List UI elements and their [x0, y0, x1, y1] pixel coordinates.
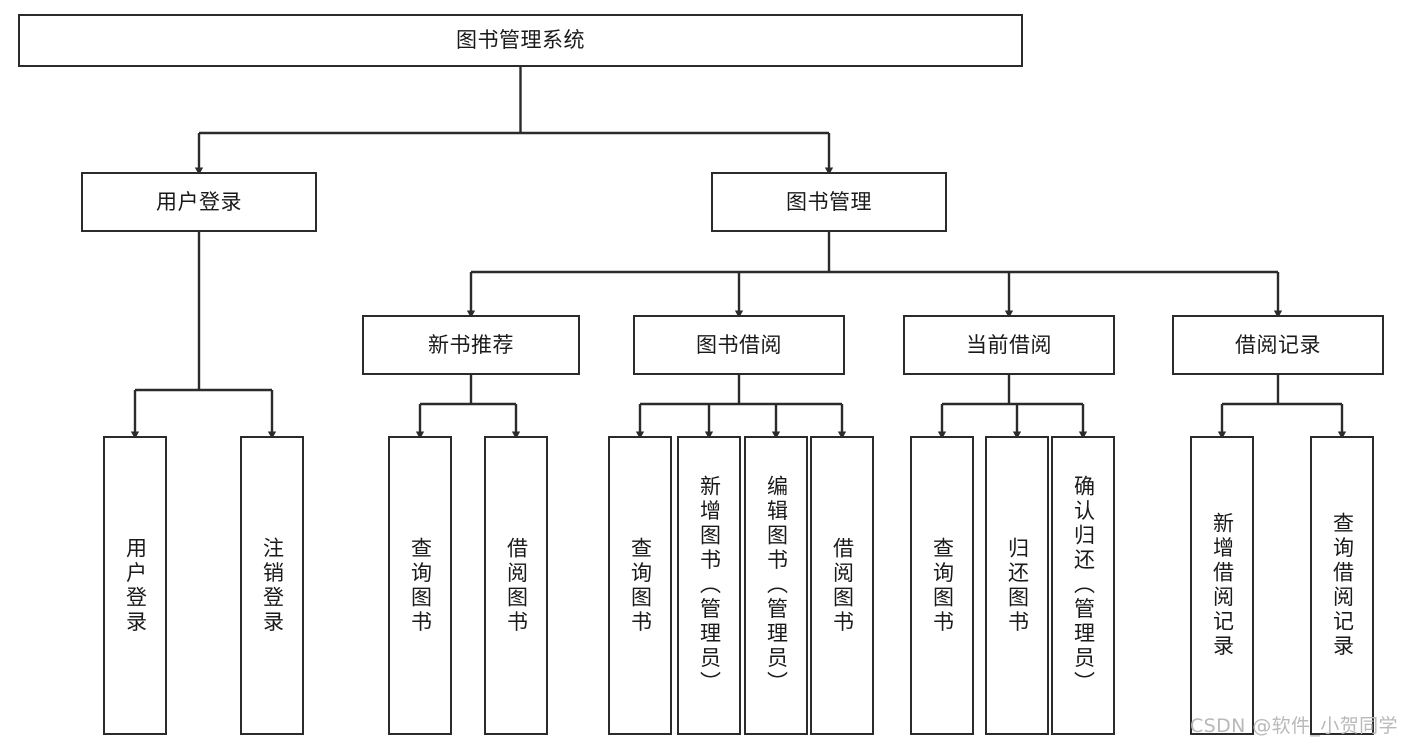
leaf-query-book-1[interactable]: 查询图书	[388, 436, 452, 735]
node-current-borrow[interactable]: 当前借阅	[903, 315, 1115, 375]
leaf-query-book-2-label: 查询图书	[628, 536, 653, 635]
leaf-add-borrow-record-label: 新增借阅记录	[1210, 512, 1235, 659]
leaf-user-login-label: 用户登录	[123, 536, 148, 635]
leaf-borrow-book-2-label: 借阅图书	[830, 536, 855, 635]
leaf-query-book-2[interactable]: 查询图书	[608, 436, 672, 735]
node-book-borrow-label: 图书借阅	[696, 332, 782, 357]
leaf-add-book[interactable]: 新增图书（管理员）	[677, 436, 741, 735]
leaf-borrow-book-1[interactable]: 借阅图书	[484, 436, 548, 735]
leaf-borrow-book-1-label: 借阅图书	[504, 536, 529, 635]
leaf-logout[interactable]: 注销登录	[240, 436, 304, 735]
node-user-login[interactable]: 用户登录	[81, 172, 317, 232]
leaf-edit-book[interactable]: 编辑图书（管理员）	[744, 436, 808, 735]
node-book-manage[interactable]: 图书管理	[711, 172, 947, 232]
leaf-query-borrow-record[interactable]: 查询借阅记录	[1310, 436, 1374, 735]
node-borrow-record-label: 借阅记录	[1235, 332, 1321, 357]
node-book-borrow[interactable]: 图书借阅	[633, 315, 845, 375]
leaf-borrow-book-2[interactable]: 借阅图书	[810, 436, 874, 735]
leaf-logout-label: 注销登录	[260, 536, 285, 635]
node-current-borrow-label: 当前借阅	[966, 332, 1052, 357]
node-root[interactable]: 图书管理系统	[18, 14, 1023, 67]
leaf-edit-book-label: 编辑图书（管理员）	[764, 475, 789, 696]
leaf-add-borrow-record[interactable]: 新增借阅记录	[1190, 436, 1254, 735]
node-borrow-record[interactable]: 借阅记录	[1172, 315, 1384, 375]
node-root-label: 图书管理系统	[456, 28, 585, 53]
node-user-login-label: 用户登录	[156, 189, 242, 214]
leaf-confirm-return[interactable]: 确认归还（管理员）	[1051, 436, 1115, 735]
node-new-book-recommend-label: 新书推荐	[428, 332, 514, 357]
leaf-query-book-1-label: 查询图书	[408, 536, 433, 635]
leaf-return-book-label: 归还图书	[1005, 536, 1030, 635]
node-new-book-recommend[interactable]: 新书推荐	[362, 315, 580, 375]
leaf-user-login[interactable]: 用户登录	[103, 436, 167, 735]
leaf-query-book-3[interactable]: 查询图书	[910, 436, 974, 735]
leaf-add-book-label: 新增图书（管理员）	[697, 475, 722, 696]
leaf-query-book-3-label: 查询图书	[930, 536, 955, 635]
leaf-confirm-return-label: 确认归还（管理员）	[1071, 475, 1096, 696]
edge-paths	[130, 67, 1347, 440]
node-book-manage-label: 图书管理	[786, 189, 872, 214]
leaf-query-borrow-record-label: 查询借阅记录	[1330, 512, 1355, 659]
leaf-return-book[interactable]: 归还图书	[985, 436, 1049, 735]
